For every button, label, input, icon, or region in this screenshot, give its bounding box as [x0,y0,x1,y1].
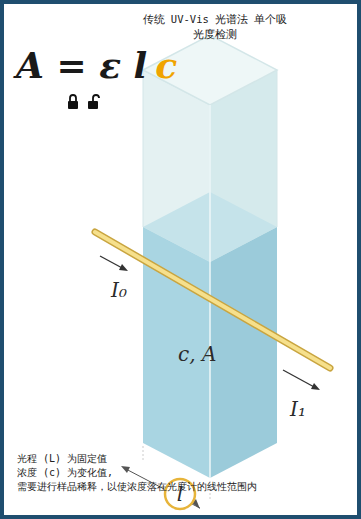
note: 需要进行样品稀释，以使浓度落在光度计的线性范围内 [17,480,257,494]
intensity-out: I₁ [290,398,306,420]
equation: A = ε l [16,45,147,85]
note: 浓度 (c) 为变化值, [17,466,113,480]
sample-label: c, A [178,343,216,365]
intensity-in: I₀ [111,279,127,301]
title: 传统 UV-Vis 光谱法 单个吸光度检测 [140,12,290,42]
equation-variable: c [155,45,177,85]
note: 光程 (L) 为固定值 [17,452,107,466]
